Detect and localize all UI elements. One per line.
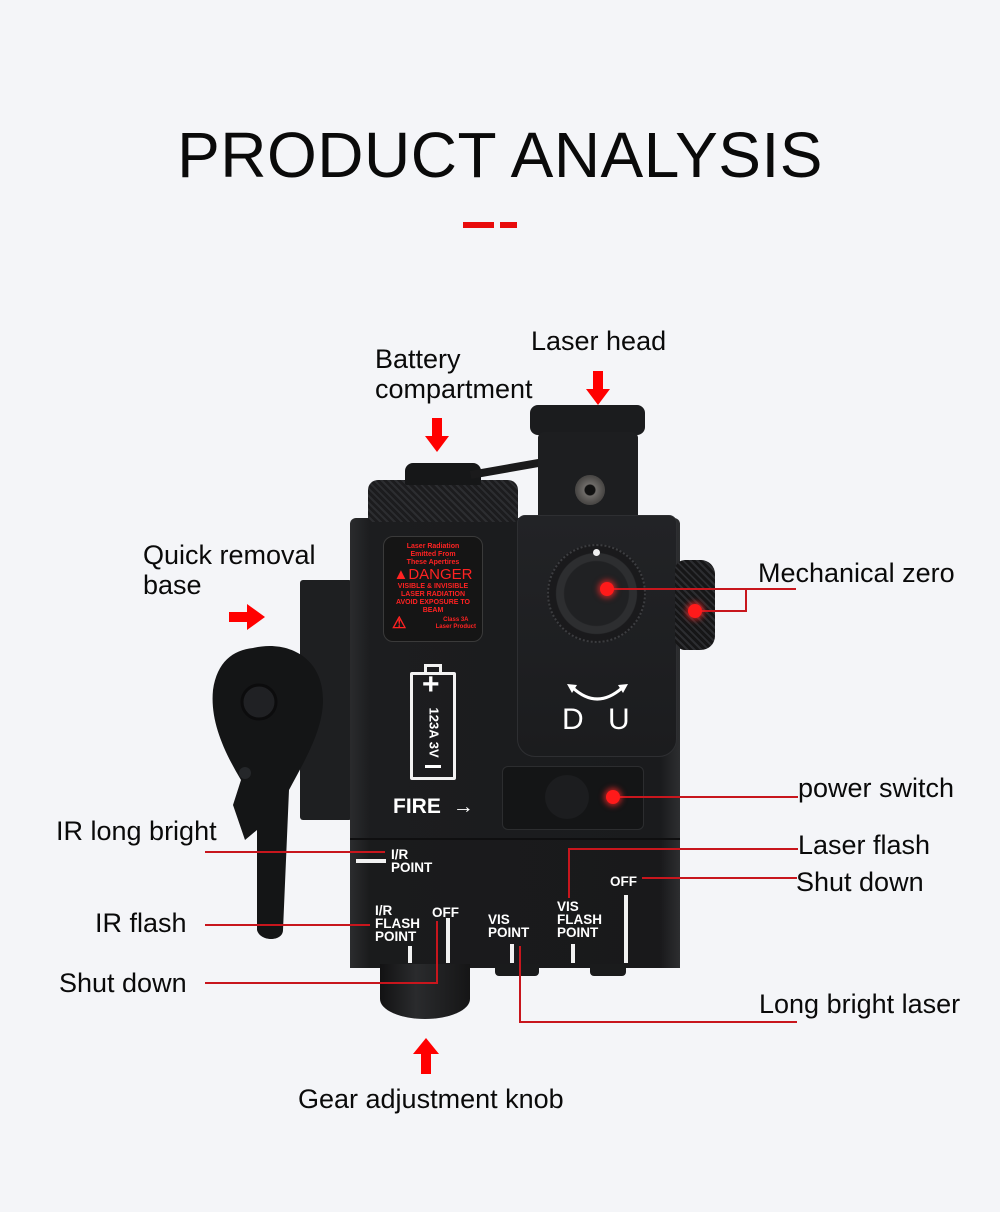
arrow-right-icon: [229, 604, 265, 630]
switch-tick: [446, 918, 450, 963]
leader-line: [436, 921, 438, 984]
leader-line: [519, 1021, 797, 1023]
callout-ir-flash: IR flash: [95, 908, 187, 938]
battery-icon: [410, 672, 456, 780]
battery-terminal: [424, 664, 442, 674]
leader-line: [205, 851, 385, 853]
leader-line: [519, 946, 521, 1022]
quick-release-lever: [212, 645, 323, 939]
warning-text-line: LASER RADIATION: [400, 591, 466, 598]
vis-point-label: VIS POINT: [488, 912, 530, 940]
fire-label: FIRE →: [393, 795, 474, 819]
callout-text: compartment: [375, 374, 533, 404]
title-accent-dash-long: [463, 222, 494, 228]
warning-text-line: Laser Radiation: [406, 543, 460, 550]
callout-shut-down-left: Shut down: [59, 968, 187, 998]
dial-up-label: U: [608, 703, 630, 736]
fire-text: FIRE: [393, 795, 441, 818]
fire-arrow-icon: →: [452, 795, 474, 818]
class-text: Class 3A: [443, 617, 469, 623]
leader-line: [695, 610, 747, 612]
arrow-down-icon: [586, 371, 610, 405]
page-title: PRODUCT ANALYSIS: [177, 119, 823, 191]
switch-label-line: FLASH: [375, 916, 420, 931]
vis-point-nub: [495, 964, 539, 976]
callout-text: base: [143, 570, 202, 600]
switch-label-line: VIS: [557, 899, 579, 914]
warning-text-line: AVOID EXPOSURE TO: [395, 599, 471, 606]
vis-flash-nub: [590, 964, 626, 976]
switch-label-line: FLASH: [557, 912, 602, 927]
curved-arrow-icon: [567, 684, 628, 701]
switch-label-line: I/R: [375, 903, 393, 918]
mechanical-zero-dot: [600, 582, 614, 596]
leader-line: [607, 588, 796, 590]
warning-text-line: BEAM: [422, 607, 444, 614]
callout-text: Quick removal: [143, 540, 316, 570]
danger-text: DANGER: [408, 566, 473, 583]
laser-head-screw: [575, 475, 605, 505]
dial-down-label: D: [562, 703, 584, 736]
switch-label-line: POINT: [557, 925, 599, 940]
title-accent-dash-short: [500, 222, 517, 228]
callout-text: Battery: [375, 344, 461, 374]
warning-triangle-icon: ▲: [393, 566, 409, 583]
switch-tick: [408, 946, 412, 963]
warning-text-line: These Apertires: [406, 559, 460, 566]
battery-minus-icon: [425, 765, 441, 768]
switch-label-line: VIS: [488, 912, 510, 927]
switch-label-line: I/R: [391, 847, 409, 862]
ir-point-label: I/R POINT: [391, 847, 433, 875]
arrow-down-icon: [425, 418, 449, 452]
windage-dot: [688, 604, 702, 618]
callout-mechanical-zero: Mechanical zero: [758, 558, 955, 588]
arrow-up-icon: [413, 1038, 439, 1074]
callout-laser-flash: Laser flash: [798, 830, 931, 860]
leader-line: [614, 796, 798, 798]
battery-plus-icon: +: [422, 668, 440, 701]
callout-power-switch: power switch: [798, 773, 955, 803]
callout-battery-compartment: Battery compartment: [375, 344, 533, 404]
leader-line: [568, 848, 798, 850]
switch-tick: [510, 944, 514, 963]
leader-line: [205, 982, 438, 984]
class-text: Laser Product: [435, 624, 476, 630]
battery-cap-top: [405, 463, 481, 485]
callout-laser-head: Laser head: [531, 326, 667, 356]
gear-adjustment-knob[interactable]: [380, 964, 470, 1019]
callout-quick-removal-base: Quick removal base: [143, 540, 316, 600]
switch-tick: [571, 944, 575, 963]
power-switch-recess: [545, 775, 589, 819]
switch-label-line: POINT: [375, 929, 417, 944]
battery-cap: [368, 480, 518, 522]
off-right-label: OFF: [610, 874, 637, 889]
callout-ir-long-bright: IR long bright: [56, 816, 217, 846]
switch-label-line: POINT: [488, 925, 530, 940]
leader-line: [568, 848, 570, 898]
callout-long-bright-laser: Long bright laser: [759, 989, 961, 1019]
leader-line: [642, 877, 797, 879]
elevation-dial: [547, 544, 646, 643]
switch-tick: [624, 895, 628, 963]
power-switch-dot: [606, 790, 620, 804]
callout-gear-adjustment-knob: Gear adjustment knob: [298, 1084, 564, 1114]
battery-marking: 123A 3V: [426, 707, 442, 758]
callout-shut-down-right: Shut down: [796, 867, 924, 897]
laser-warning-label: Laser Radiation Emitted From These Apert…: [383, 536, 483, 642]
ir-flash-point-label: I/R FLASH POINT: [375, 903, 420, 944]
laser-head-cap: [530, 405, 645, 435]
ir-point-marker: [356, 859, 386, 863]
leader-line: [205, 924, 370, 926]
switch-label-line: POINT: [391, 860, 433, 875]
warning-text-line: Emitted From: [410, 551, 456, 558]
dial-index-dot: [593, 549, 600, 556]
off-left-label: OFF: [432, 905, 459, 920]
leader-line: [745, 588, 747, 611]
warning-text-line: VISIBLE & INVISIBLE: [397, 583, 469, 590]
laser-hazard-icon: ⚠: [392, 615, 407, 632]
vis-flash-point-label: VIS FLASH POINT: [557, 899, 602, 940]
